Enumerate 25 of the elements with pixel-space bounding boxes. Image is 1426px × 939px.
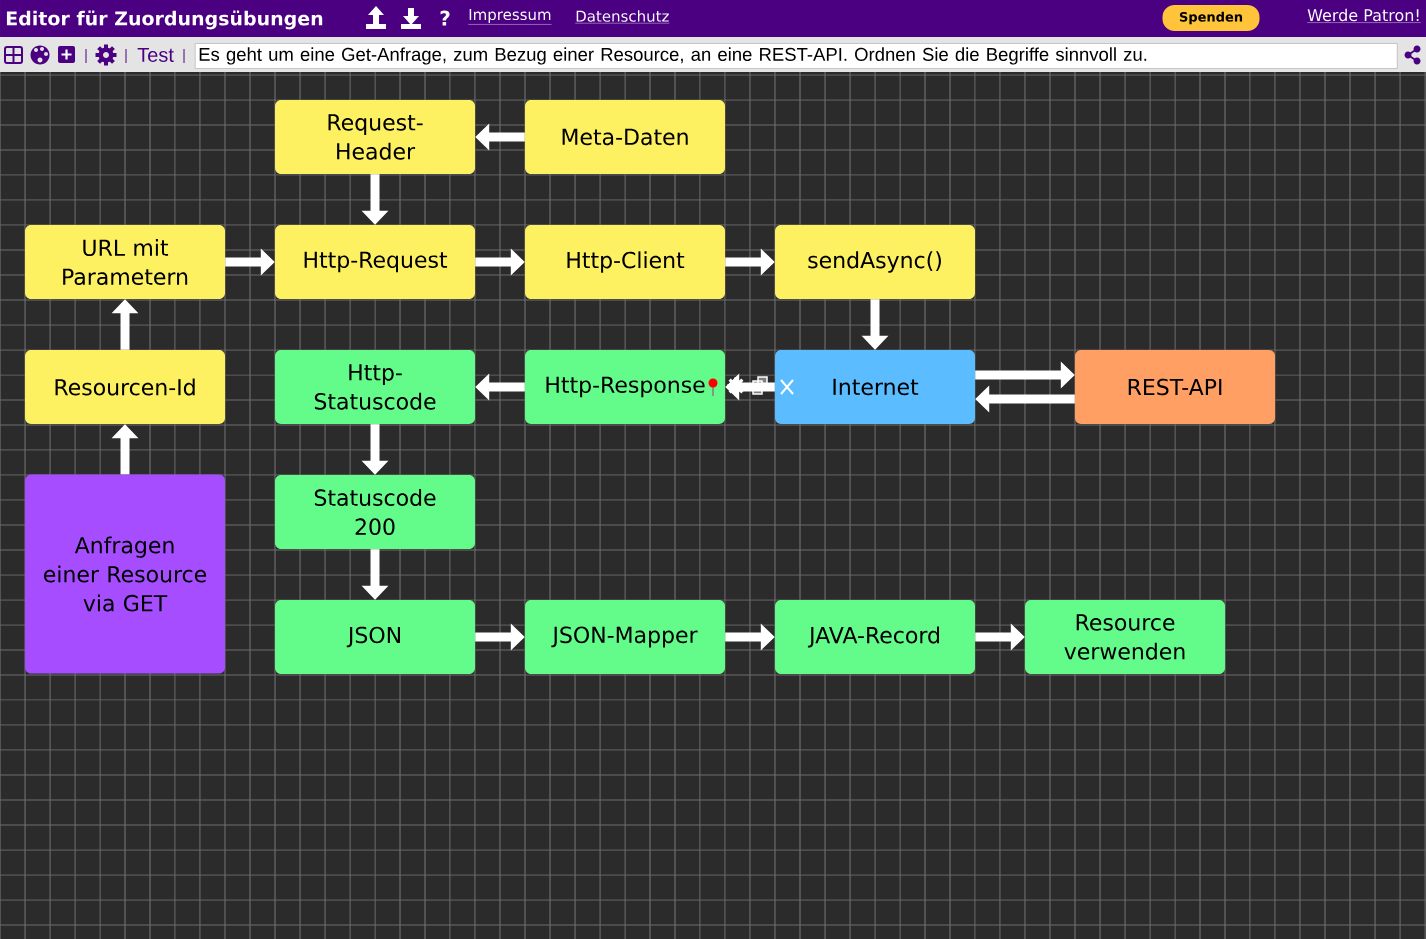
input-field: Es geht um eine Get-Anfrage, zum Bezug einer Resource, an eine REST-API. Ordnen Sie die Begriffe sinnvoll zu.	[195, 43, 1398, 69]
title: Editor für Zuordungsübungen	[6, 10, 323, 30]
term-box: Resourcen-Id	[25, 350, 225, 424]
link: Impressum	[468, 8, 552, 25]
term-box: REST-API	[1075, 350, 1275, 424]
donate-button: Spenden	[1162, 5, 1260, 31]
term-box: Http-Response	[525, 350, 725, 424]
term-box: Http-Request	[275, 225, 475, 299]
term-box: Request-Header	[275, 100, 475, 174]
term-box: sendAsync()	[775, 225, 975, 299]
term-box: Statuscode 200	[275, 475, 475, 549]
term-box: Anfragen einer Resource via GET	[25, 474, 225, 674]
link: Datenschutz	[575, 10, 670, 24]
link: Werde Patron!	[1306, 8, 1421, 23]
term-box: JAVA-Record	[775, 600, 975, 674]
term-box: URL mit Parametern	[25, 225, 225, 299]
term-box: JSON	[275, 600, 475, 674]
test-link: Test	[137, 48, 174, 62]
help-link: ?	[440, 10, 450, 26]
term-box: Http-Statuscode	[275, 350, 475, 424]
term-box: Meta-Daten	[525, 100, 725, 174]
term-box: Internet	[775, 350, 975, 424]
term-box: JSON-Mapper	[525, 600, 725, 674]
term-box: Resource verwenden	[1025, 600, 1225, 674]
term-box: Http-Client	[525, 225, 725, 299]
